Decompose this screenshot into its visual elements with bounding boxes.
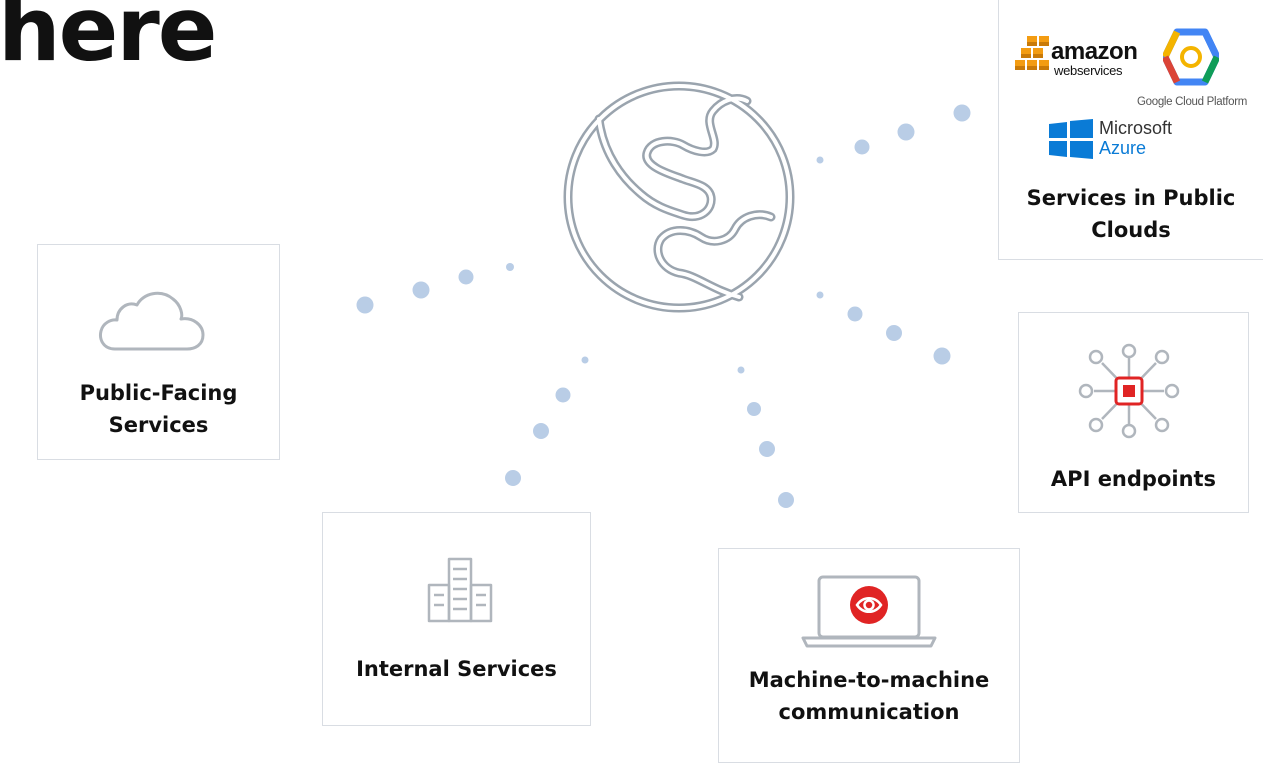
laptop-eye-icon (801, 575, 937, 648)
aws-sub: webservices (1054, 63, 1123, 78)
connector-dot (897, 123, 915, 141)
connector-dot (854, 139, 870, 155)
connector-dot (886, 325, 902, 341)
google-cloud-hexagon-icon (1163, 28, 1219, 86)
connector-dot (778, 492, 794, 508)
node-machine-to-machine: Machine-to-machine communication (718, 548, 1020, 763)
connector-dot (581, 356, 589, 364)
connector-dot (505, 470, 521, 486)
node-internal-services: Internal Services (322, 512, 591, 726)
connector-dot (533, 423, 549, 439)
node-label: Machine-to-machine (748, 668, 990, 692)
connector-dot (759, 441, 775, 457)
node-label: Clouds (1091, 218, 1171, 242)
connector-dot (933, 347, 951, 365)
aws-logo: amazon webservices (1015, 34, 1143, 90)
connector-dot (555, 387, 571, 403)
gcp-name: Google Cloud Platform (1137, 96, 1248, 108)
connector-dot (953, 104, 971, 122)
building-icon (427, 557, 493, 623)
globe-icon (563, 81, 795, 313)
aws-cubes-icon (1015, 36, 1049, 70)
connector-dot (458, 269, 474, 285)
connector-dot (847, 306, 863, 322)
aws-name: amazon (1051, 38, 1138, 65)
connector-dot (816, 156, 824, 164)
node-label: Public-Facing (79, 381, 238, 405)
connector-dot (737, 366, 745, 374)
node-label: Services in Public (1026, 186, 1236, 210)
connector-dot (356, 296, 374, 314)
node-label: Internal Services (356, 657, 557, 681)
azure-line1: Microsoft (1099, 118, 1173, 138)
node-public-facing-services: Public-Facing Services (37, 244, 280, 460)
page-title: here (0, 0, 217, 81)
microsoft-windows-icon (1049, 119, 1093, 159)
network-hub-icon (1078, 343, 1180, 439)
connector-dot (412, 281, 430, 299)
azure-line2: Azure (1099, 138, 1147, 158)
node-label: communication (778, 700, 960, 724)
connector-dot (747, 402, 761, 416)
node-label: API endpoints (1050, 467, 1217, 491)
node-label: Services (108, 413, 209, 437)
node-public-clouds: amazon webservices Google Cloud Platform… (998, 0, 1263, 260)
connector-dot (816, 291, 824, 299)
node-api-endpoints: API endpoints (1018, 312, 1249, 513)
cloud-icon (99, 291, 205, 351)
connector-dot (506, 263, 514, 271)
